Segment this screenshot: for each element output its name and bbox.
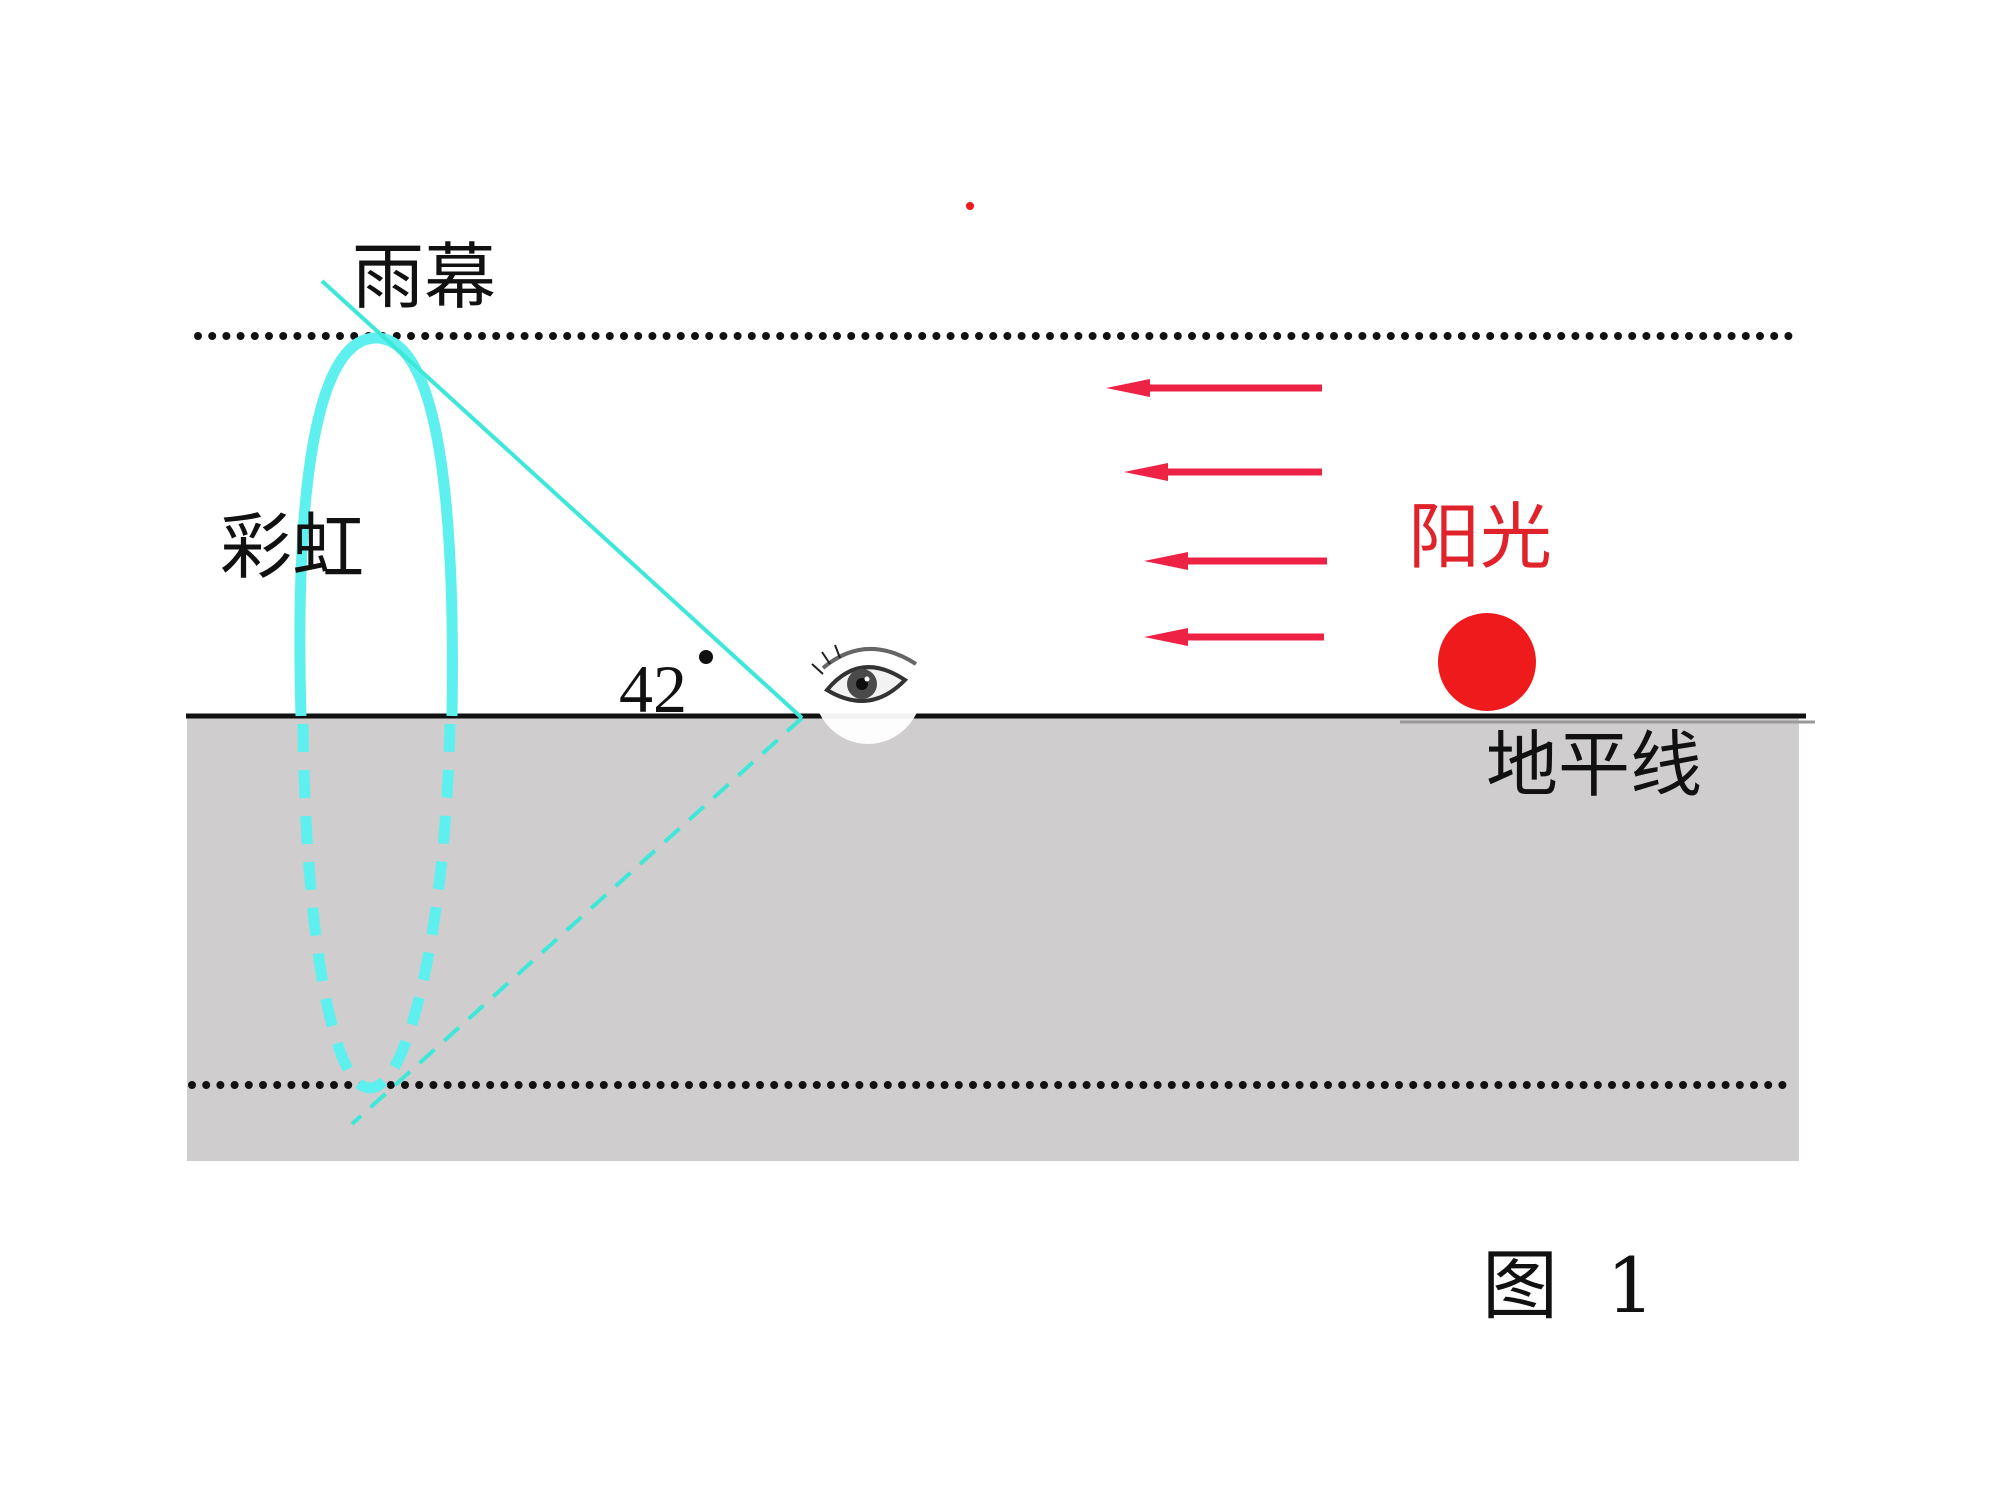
sunlight-label: 阳光: [1408, 495, 1552, 579]
sight-line: [320, 279, 804, 720]
angle-label: 42: [619, 651, 687, 727]
sun-ray-arrow: [1124, 463, 1322, 481]
red-dot: [966, 202, 974, 210]
sun-ray-arrow: [1144, 628, 1324, 646]
eye-icon: [811, 628, 923, 744]
horizon-label: 地平线: [1486, 723, 1702, 807]
rainbow-arc: [294, 332, 458, 717]
rainbow-reflection-arc: [297, 723, 456, 1094]
sun-ray-arrow: [1144, 552, 1327, 570]
rainbow-label: 彩虹: [220, 505, 364, 589]
figure-caption: 图 1: [1482, 1241, 1655, 1330]
sight-line-reflection: [350, 716, 804, 1126]
degree-symbol: [699, 650, 713, 664]
sun-ray-arrow: [1106, 379, 1322, 397]
sun-icon: [1438, 613, 1536, 711]
rain-curtain-label: 雨幕: [352, 235, 496, 319]
